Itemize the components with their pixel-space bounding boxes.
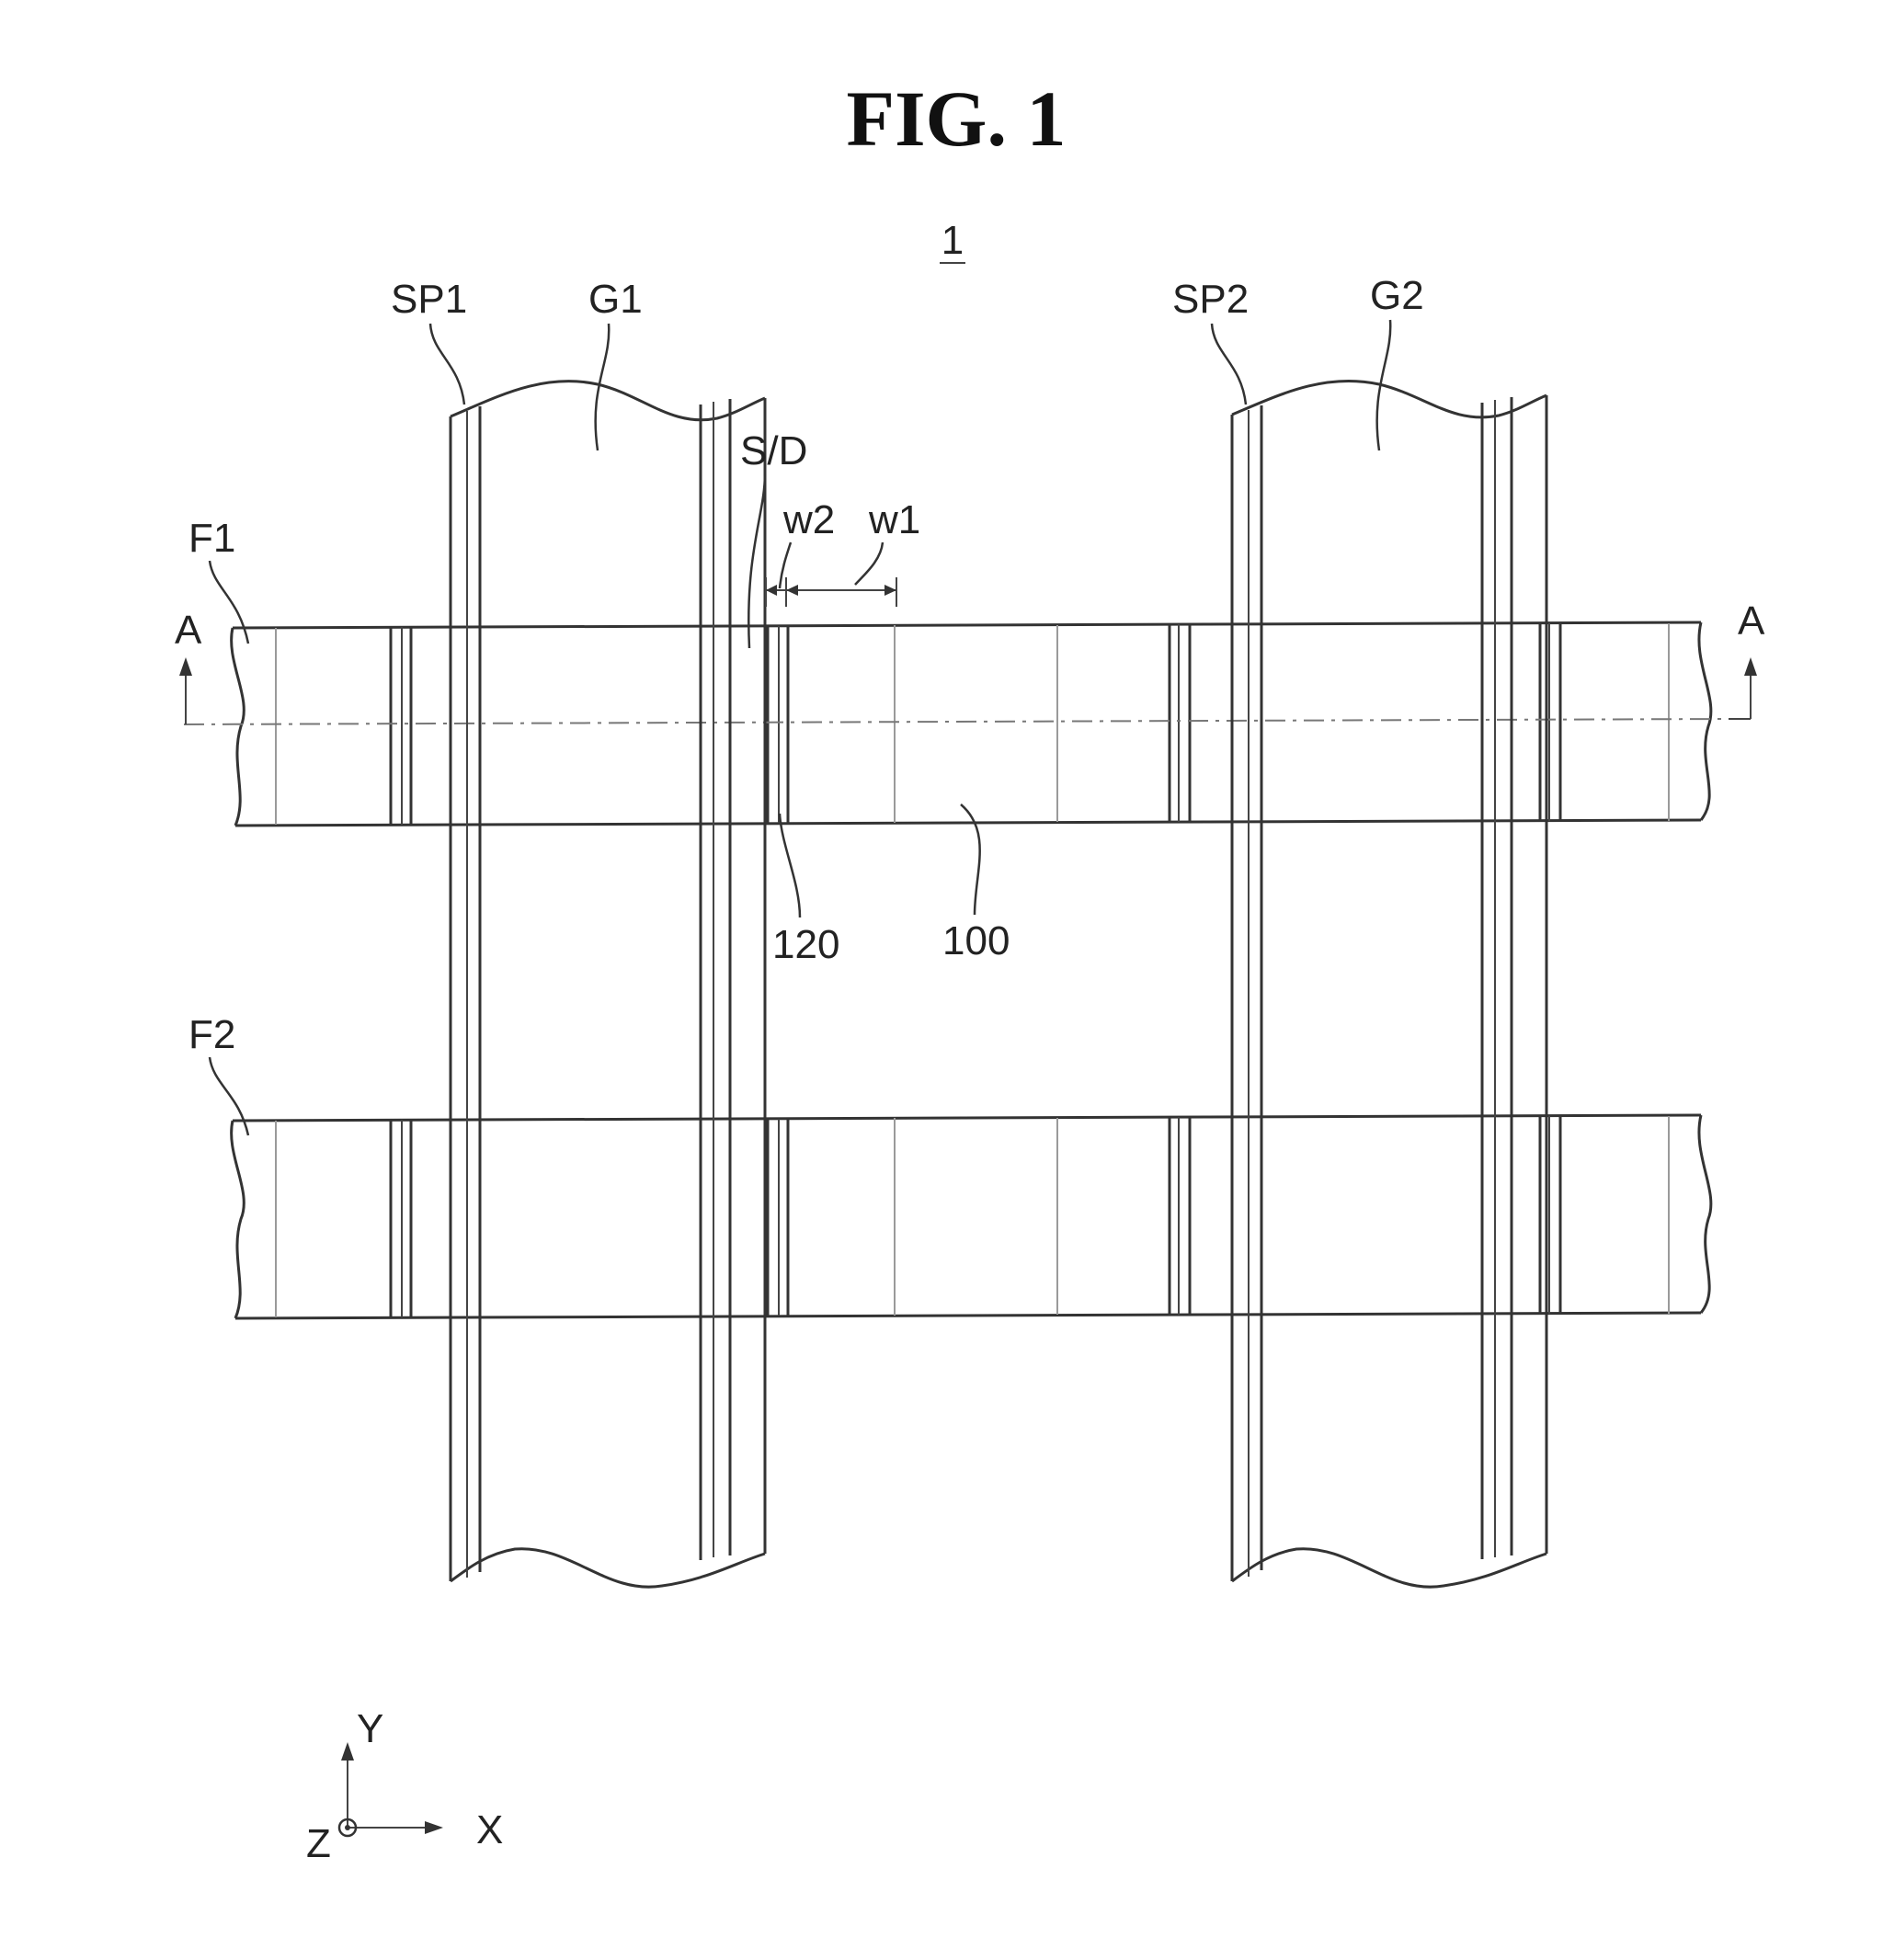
- label-sp1: SP1: [391, 277, 467, 322]
- label-w1: w1: [868, 497, 920, 542]
- label-120: 120: [772, 922, 839, 967]
- leader-sd: [748, 473, 765, 648]
- section-arrow-left: [179, 657, 192, 724]
- axis-label-x: X: [476, 1807, 503, 1852]
- label-f2: F2: [188, 1012, 235, 1057]
- label-w2: w2: [782, 497, 835, 542]
- axes-indicator: [339, 1742, 443, 1836]
- fin-f2: [232, 1115, 1711, 1318]
- label-sd: S/D: [740, 428, 807, 473]
- label-g2: G2: [1370, 273, 1424, 318]
- leader-120: [780, 814, 800, 917]
- label-g1: G1: [588, 277, 643, 322]
- axis-label-y: Y: [357, 1706, 383, 1751]
- label-f1: F1: [188, 516, 235, 561]
- leader-f2: [210, 1057, 248, 1135]
- dimension-w2-w1: [766, 577, 896, 607]
- figure-title: FIG. 1: [847, 74, 1067, 163]
- leader-sp2: [1212, 324, 1246, 405]
- figure-ref-number: 1: [942, 218, 964, 263]
- axis-label-z: Z: [306, 1821, 331, 1866]
- leader-sp1: [430, 324, 464, 405]
- label-sp2: SP2: [1172, 277, 1249, 322]
- label-section-a-left: A: [175, 608, 202, 653]
- gate-g1: [451, 382, 765, 1588]
- leader-100: [961, 804, 980, 915]
- section-arrow-right: [1729, 657, 1757, 719]
- fin-f1: [184, 622, 1729, 826]
- label-100: 100: [942, 918, 1010, 963]
- gate-g2: [1232, 381, 1546, 1587]
- leader-f1: [210, 561, 248, 644]
- label-section-a-right: A: [1738, 598, 1765, 644]
- leader-w1: [855, 542, 883, 585]
